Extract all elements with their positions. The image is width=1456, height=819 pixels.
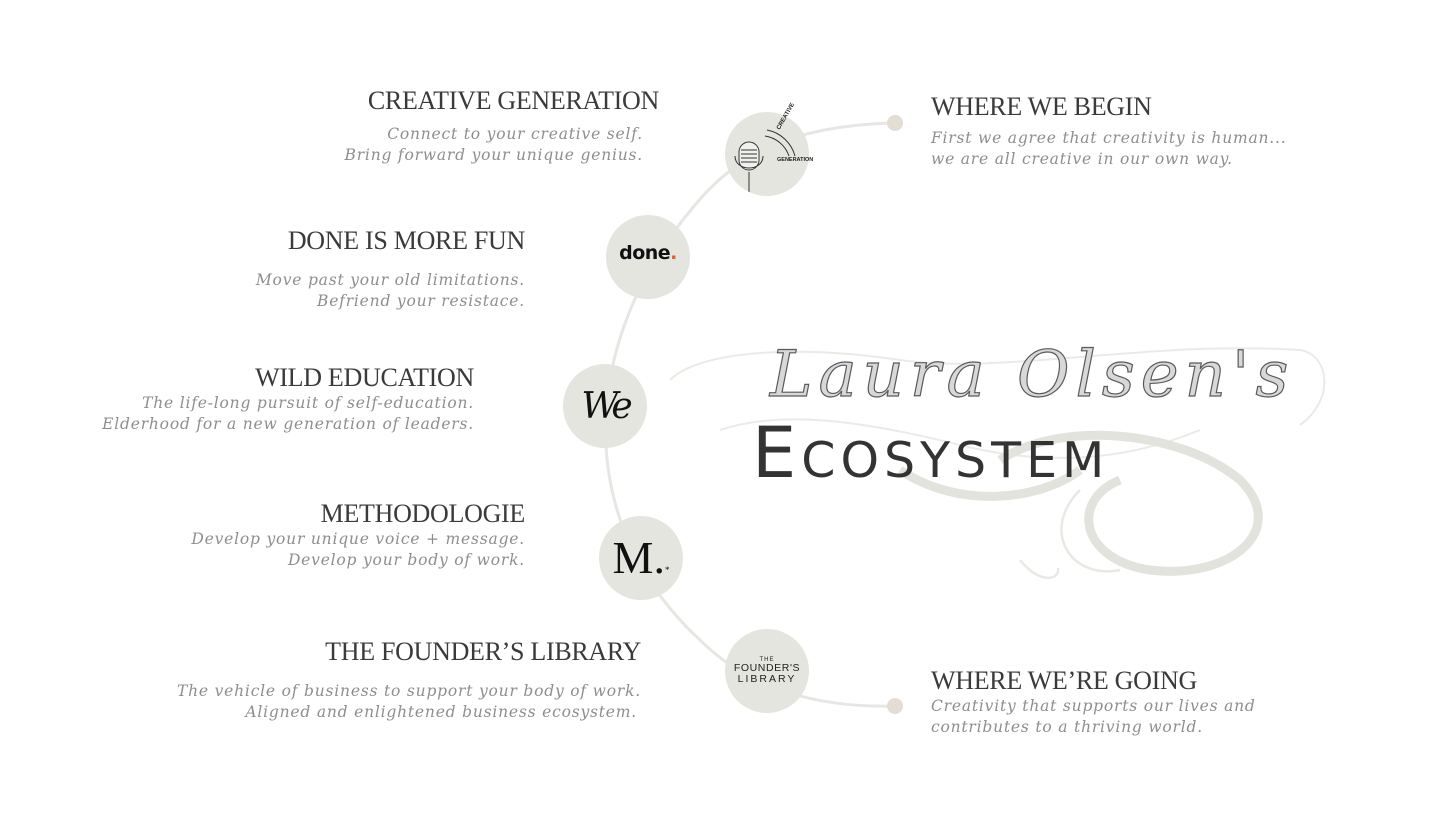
m-monogram-letter: M. [612, 532, 665, 583]
item-creative-generation: CREATIVE GENERATION Connect to your crea… [344, 86, 660, 167]
we-monogram-icon: We [581, 385, 632, 427]
wild-education-node[interactable]: We [563, 364, 647, 448]
endpoint-line: contributes to a thriving world. [931, 718, 1203, 737]
endpoint-line: Creativity that supports our lives and [931, 696, 1256, 715]
item-line: The life-long pursuit of self-education. [142, 393, 474, 412]
done-logo-icon: done. [619, 242, 677, 264]
founders-library-node[interactable]: THE FOUNDER'S LIBRARY [725, 629, 809, 713]
endpoint-title: WHERE WE BEGIN [931, 92, 1152, 121]
going-end-dot [887, 698, 903, 714]
endpoint-where-were-going: WHERE WE’RE GOING Creativity that suppor… [931, 666, 1256, 739]
item-title: WILD EDUCATION [255, 363, 474, 392]
endpoint-title: WHERE WE’RE GOING [931, 666, 1197, 695]
begin-end-dot [887, 115, 903, 131]
done-logo-word: done [619, 242, 671, 264]
endpoint-where-we-begin: WHERE WE BEGIN First we agree that creat… [931, 92, 1286, 171]
logo-script-line: Laura Olsen's [769, 337, 1295, 412]
item-done-is-more-fun: DONE IS MORE FUN Move past your old limi… [256, 226, 525, 313]
endpoint-line: First we agree that creativity is human.… [931, 128, 1287, 147]
creative-icon-label-bottom: GENERATION [777, 157, 814, 163]
item-title: DONE IS MORE FUN [287, 226, 525, 255]
methodologie-node[interactable]: M.* [599, 516, 683, 600]
item-line: Develop your body of work. [287, 551, 525, 570]
item-title: METHODOLOGIE [320, 499, 526, 528]
founders-icon-top: THE [759, 657, 775, 663]
item-methodologie: METHODOLOGIE Develop your unique voice +… [191, 499, 525, 572]
creative-generation-node[interactable] [725, 112, 809, 196]
item-line: Develop your unique voice + message. [191, 529, 525, 548]
item-line: The vehicle of business to support your … [177, 681, 641, 700]
microphone-icon [734, 129, 796, 196]
founders-icon-bottom: LIBRARY [737, 673, 797, 685]
logo-main-line: Ecosystem [752, 412, 1110, 494]
item-line: Bring forward your unique genius. [344, 146, 643, 165]
m-monogram-icon: M.* [613, 535, 670, 581]
founders-library-icon: THE FOUNDER'S LIBRARY [734, 657, 800, 685]
endpoint-line: we are all creative in our own way. [931, 150, 1233, 169]
item-title: THE FOUNDER’S LIBRARY [325, 637, 641, 666]
done-is-more-fun-node[interactable]: done. [606, 215, 690, 299]
item-line: Befriend your resistace. [317, 292, 525, 311]
item-title: CREATIVE GENERATION [367, 86, 659, 115]
m-monogram-star: * [664, 565, 670, 575]
item-line: Move past your old limitations. [255, 270, 525, 289]
done-logo-dot: . [670, 242, 677, 264]
founders-icon-middle: FOUNDER'S [733, 662, 801, 674]
item-line: Elderhood for a new generation of leader… [102, 415, 474, 434]
item-founders-library: THE FOUNDER’S LIBRARY The vehicle of bus… [177, 637, 641, 724]
item-line: Aligned and enlightened business ecosyst… [245, 703, 637, 722]
item-wild-education: WILD EDUCATION The life-long pursuit of … [102, 363, 474, 436]
item-line: Connect to your creative self. [387, 124, 643, 143]
